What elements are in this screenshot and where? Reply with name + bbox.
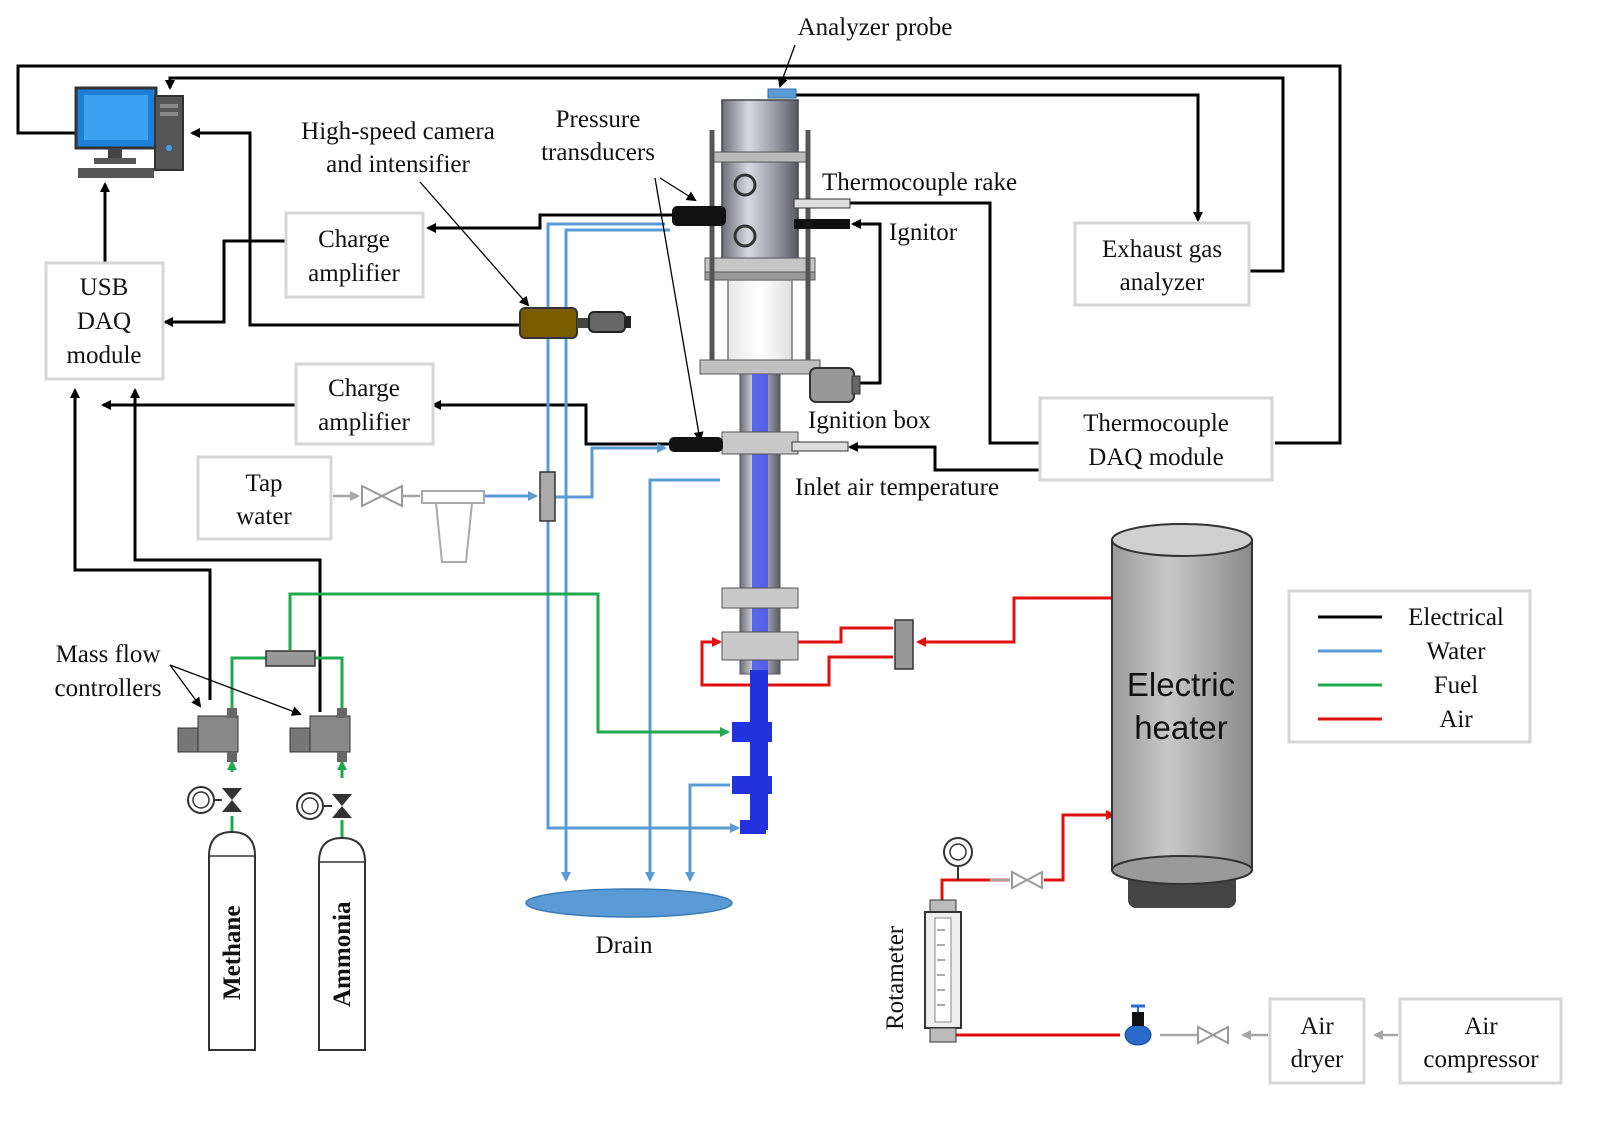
ignitor-label: Ignitor xyxy=(889,219,958,246)
fuel-mixer xyxy=(265,650,316,667)
methane-cylinder xyxy=(208,830,256,1051)
water-manifold xyxy=(539,471,556,522)
tc-daq-label-2: DAQ module xyxy=(1088,444,1223,471)
electrical-lines xyxy=(16,64,1342,712)
pressure-transducer-bottom xyxy=(669,437,723,452)
legend-label-water: Water xyxy=(1426,638,1486,665)
drain-pool xyxy=(525,888,733,918)
air-dryer-box xyxy=(1268,997,1366,1085)
thermocouple-daq-box xyxy=(1038,396,1274,482)
exhaust-label-1: Exhaust gas xyxy=(1102,236,1222,263)
ignition-box xyxy=(809,367,861,403)
computer-icon xyxy=(74,86,184,178)
valve-icon xyxy=(361,484,403,508)
mfc-label-2: controllers xyxy=(55,675,162,702)
pressure-label-1: Pressure xyxy=(556,106,641,133)
drain-label: Drain xyxy=(596,932,653,959)
rotameter-label: Rotameter xyxy=(882,925,909,1030)
legend-label-electrical: Electrical xyxy=(1408,604,1504,631)
camera-label-1: High-speed camera xyxy=(301,118,495,145)
electric-heater xyxy=(1111,523,1253,908)
exhaust-label-2: analyzer xyxy=(1120,269,1205,296)
charge-amp-mid-label-1: Charge xyxy=(328,375,400,402)
pressure-label-2: transducers xyxy=(541,139,655,166)
mass-flow-controller-ammonia xyxy=(289,708,351,762)
pressure-gauge-icon xyxy=(187,786,352,820)
tc-daq-label-1: Thermocouple xyxy=(1083,410,1229,437)
methane-label: Methane xyxy=(219,906,246,1000)
inlet-air-temp-label: Inlet air temperature xyxy=(795,474,999,501)
camera-label-2: and intensifier xyxy=(326,151,470,178)
tap-label-2: water xyxy=(236,503,292,530)
legend-label-air: Air xyxy=(1439,706,1473,733)
air-compressor-box xyxy=(1398,997,1563,1085)
tap-label-1: Tap xyxy=(245,470,282,497)
air-valve-icon xyxy=(1011,870,1229,1045)
rotameter-device xyxy=(924,837,973,1043)
regulator-icon xyxy=(1124,1004,1152,1046)
pointer-lines xyxy=(169,44,796,716)
air-compressor-label-1: Air xyxy=(1464,1013,1498,1040)
air-dryer-label-2: dryer xyxy=(1291,1046,1344,1073)
ignitor xyxy=(794,219,850,229)
mfc-label-1: Mass flow xyxy=(56,641,161,668)
fuel-lines xyxy=(227,592,730,838)
combustor xyxy=(699,88,821,834)
charge-amp-top-label-2: amplifier xyxy=(308,260,400,287)
ammonia-label: Ammonia xyxy=(329,901,356,1007)
tap-water-box xyxy=(196,455,333,541)
charge-amplifier-top-box xyxy=(284,211,425,299)
analyzer-probe-label: Analyzer probe xyxy=(798,14,953,41)
usb-label-2: DAQ xyxy=(77,308,131,335)
exhaust-analyzer-box xyxy=(1073,221,1251,307)
air-compressor-label-2: compressor xyxy=(1423,1046,1539,1073)
air-manifold xyxy=(894,619,914,670)
thermocouple-rake xyxy=(793,198,851,209)
usb-label-1: USB xyxy=(80,274,129,301)
heater-label-1: Electric xyxy=(1127,666,1235,703)
inlet-thermocouple xyxy=(791,441,849,452)
heater-label-2: heater xyxy=(1134,709,1228,746)
high-speed-camera xyxy=(519,307,631,339)
usb-label-3: module xyxy=(67,342,142,369)
ignition-box-label: Ignition box xyxy=(808,407,931,434)
usb-daq-box xyxy=(44,261,165,381)
charge-amplifier-mid-box xyxy=(294,362,435,446)
air-dryer-label-1: Air xyxy=(1300,1013,1334,1040)
charge-amp-mid-label-2: amplifier xyxy=(318,409,410,436)
pressure-transducer-top xyxy=(672,206,726,226)
grey-lines xyxy=(333,491,1398,1040)
thermocouple-rake-label: Thermocouple rake xyxy=(822,169,1017,196)
legend-label-fuel: Fuel xyxy=(1434,672,1479,699)
filter-icon xyxy=(421,490,485,563)
ammonia-cylinder xyxy=(318,836,366,1051)
water-lines xyxy=(483,222,740,882)
mass-flow-controller-methane xyxy=(177,708,239,762)
charge-amp-top-label-1: Charge xyxy=(318,226,390,253)
